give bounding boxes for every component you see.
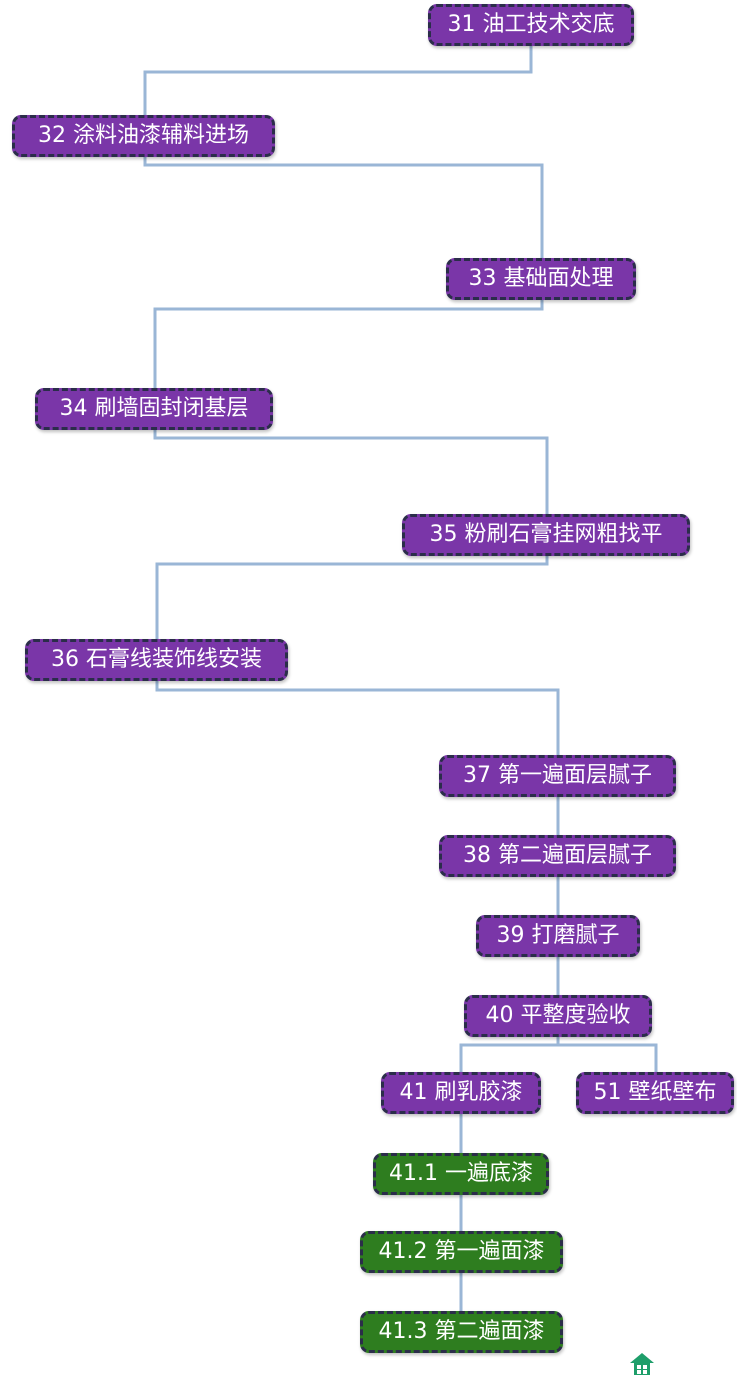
step-41[interactable]: 41 刷乳胶漆 <box>381 1072 541 1114</box>
step-36[interactable]: 36 石膏线装饰线安装 <box>25 639 288 681</box>
step-35[interactable]: 35 粉刷石膏挂网粗找平 <box>402 514 690 556</box>
connector-35-36 <box>155 556 549 639</box>
connector-32-33 <box>143 156 544 258</box>
connector-40-41-51 <box>459 1043 658 1072</box>
step-39[interactable]: 39 打磨腻子 <box>476 915 640 957</box>
connector-33-34 <box>153 300 544 388</box>
home-icon <box>630 1353 654 1375</box>
step-41-3[interactable]: 41.3 第二遍面漆 <box>360 1311 563 1353</box>
step-33[interactable]: 33 基础面处理 <box>446 258 636 300</box>
step-31[interactable]: 31 油工技术交底 <box>428 4 634 46</box>
step-41-1[interactable]: 41.1 一遍底漆 <box>373 1153 549 1195</box>
connector-31-32 <box>143 45 533 116</box>
step-40[interactable]: 40 平整度验收 <box>464 995 652 1037</box>
step-32[interactable]: 32 涂料油漆辅料进场 <box>12 115 275 157</box>
step-41-2[interactable]: 41.2 第一遍面漆 <box>360 1231 563 1273</box>
step-37[interactable]: 37 第一遍面层腻子 <box>439 755 676 797</box>
step-38[interactable]: 38 第二遍面层腻子 <box>439 835 676 877</box>
connector-36-37 <box>155 681 560 755</box>
step-51[interactable]: 51 壁纸壁布 <box>576 1072 734 1114</box>
step-34[interactable]: 34 刷墙固封闭基层 <box>35 388 273 430</box>
connector-34-35 <box>153 430 549 514</box>
